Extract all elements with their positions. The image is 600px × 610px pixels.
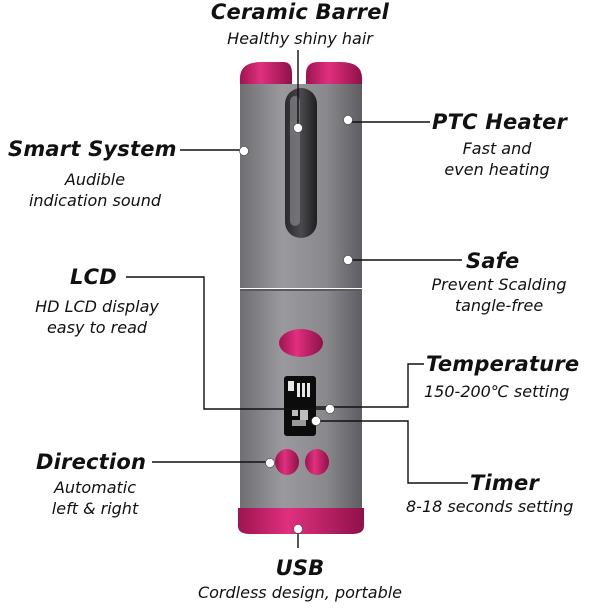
ceramic-barrel-subtitle: Healthy shiny hair	[227, 29, 373, 48]
direction-line1: Automatic	[53, 478, 137, 497]
lcd-screen	[284, 376, 316, 436]
lcd-line2: easy to read	[46, 318, 148, 337]
smart-system-line2: indication sound	[28, 191, 162, 210]
ptc-heater-title: PTC Heater	[432, 110, 568, 134]
timer-title: Timer	[470, 471, 540, 495]
direction-title: Direction	[36, 450, 147, 474]
usb-title: USB	[275, 556, 325, 580]
temperature-subtitle: 150-200℃ setting	[424, 382, 570, 401]
usb-subtitle: Cordless design, portable	[197, 583, 403, 602]
power-button	[279, 329, 323, 357]
ptc-heater-line1: Fast and	[462, 139, 532, 158]
bottom-cap	[238, 508, 364, 534]
direction-line2: left & right	[51, 499, 139, 518]
safe-title: Safe	[466, 249, 520, 273]
safe-line1: Prevent Scalding	[431, 275, 567, 294]
safe-line2: tangle-free	[454, 296, 544, 315]
direction-left-button	[275, 449, 299, 475]
barrel-slot	[285, 88, 317, 238]
ptc-heater-line2: even heating	[444, 160, 550, 179]
lcd-line1: HD LCD display	[35, 297, 159, 316]
leader-lines	[126, 50, 468, 548]
timer-subtitle: 8-18 seconds setting	[406, 497, 574, 516]
direction-right-button	[305, 449, 329, 475]
smart-system-line1: Audible	[64, 170, 126, 189]
marker-dots	[239, 115, 353, 534]
smart-system-title: Smart System	[8, 137, 177, 161]
top-cap	[240, 62, 362, 88]
lcd-title: LCD	[70, 265, 117, 289]
temperature-title: Temperature	[426, 352, 580, 376]
ceramic-barrel-title: Ceramic Barrel	[210, 0, 390, 24]
